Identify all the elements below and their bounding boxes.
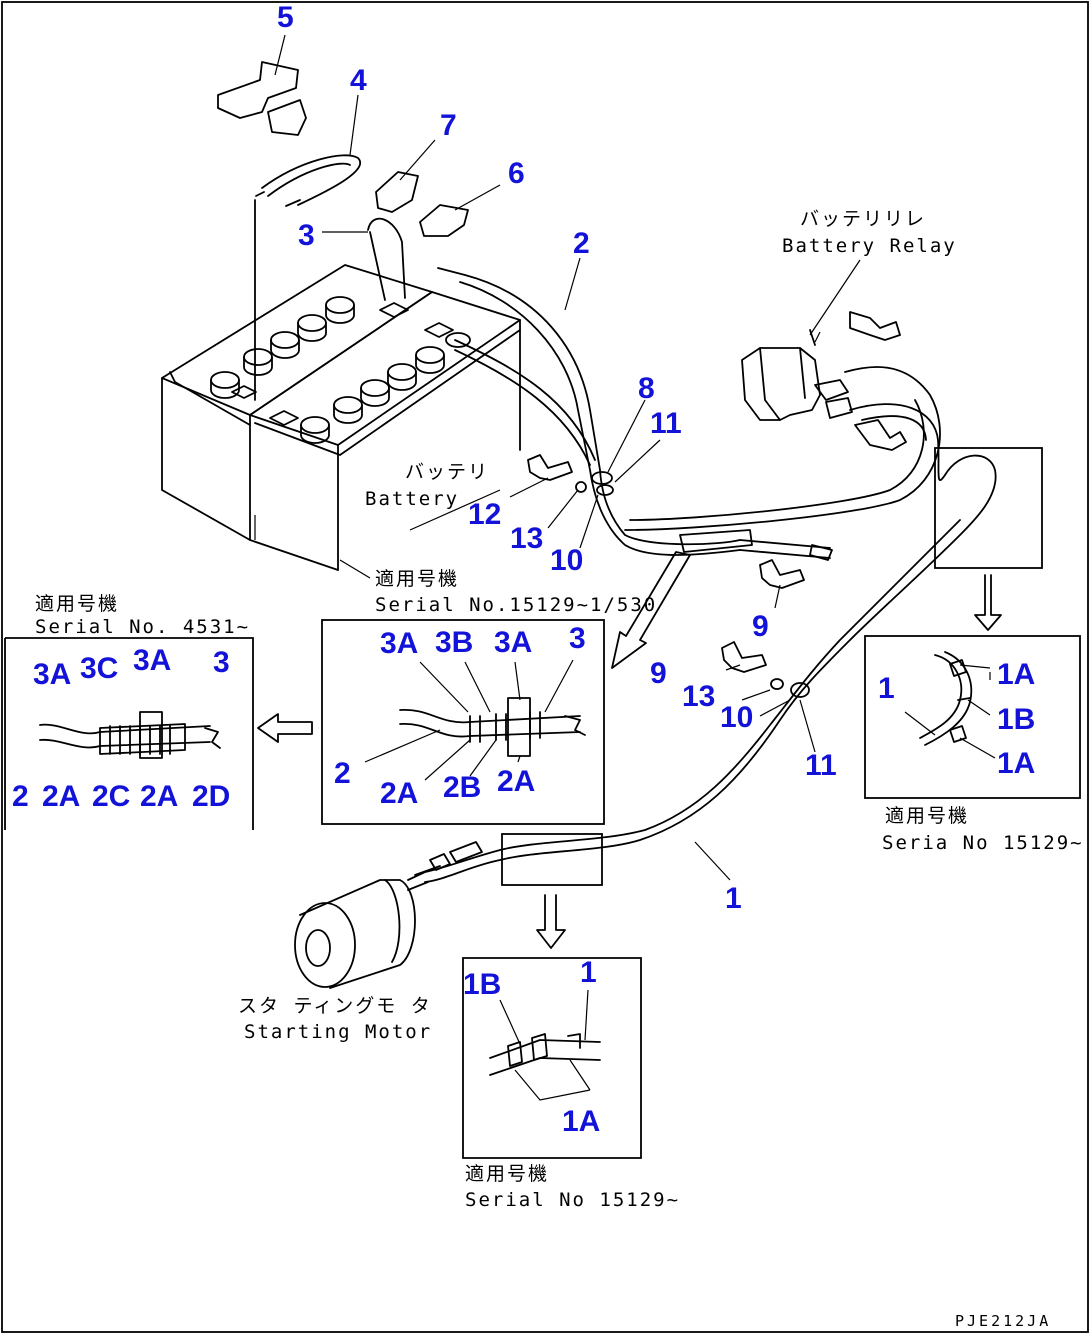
detail-mid-top-2: 3A bbox=[494, 626, 532, 659]
callout-4: 4 bbox=[350, 64, 367, 97]
detail-bottom-label-1: 1 bbox=[580, 956, 597, 989]
callout-8: 8 bbox=[638, 372, 655, 405]
detail-bottom-leaders bbox=[499, 989, 591, 1101]
detail-bottom-label-0: 1B bbox=[463, 968, 501, 1001]
detail-bottom-label-2: 1A bbox=[562, 1105, 600, 1138]
terminal-covers bbox=[217, 61, 469, 237]
relay-label-en: Battery Relay bbox=[782, 235, 957, 257]
detail-left-bottom-3: 2A bbox=[140, 780, 178, 813]
leader-lines bbox=[274, 34, 861, 881]
detail-right-serial-en: Seria No 15129~ bbox=[882, 832, 1084, 854]
callout-13-lower: 13 bbox=[682, 680, 715, 713]
detail-left-top-3: 3 bbox=[213, 646, 230, 679]
cable-3 bbox=[367, 217, 406, 301]
callouts: 5 4 7 6 3 2 8 11 12 13 10 9 9 13 10 11 1… bbox=[12, 1, 1035, 1138]
detail-left-serial-jp: 適用号機 bbox=[35, 593, 119, 615]
detail-right-label-0: 1A bbox=[997, 658, 1035, 691]
relay-label-jp: バッテリリレ bbox=[800, 208, 926, 230]
detail-left-top-2: 3A bbox=[133, 644, 171, 677]
detail-mid-frame bbox=[321, 619, 605, 825]
detail-mid-drawing bbox=[399, 697, 586, 757]
detail-mid-top-0: 3A bbox=[380, 627, 418, 660]
detail-right-leaders bbox=[904, 664, 996, 759]
battery-label-jp: バッテリ bbox=[405, 461, 489, 483]
detail-left-bottom-4: 2D bbox=[192, 780, 230, 813]
detail-mid-bottom-3: 2A bbox=[497, 765, 535, 798]
callout-10-lower: 10 bbox=[720, 701, 753, 734]
figure-code: PJE212JA bbox=[955, 1312, 1051, 1330]
callout-3: 3 bbox=[298, 219, 315, 252]
callout-7: 7 bbox=[440, 109, 457, 142]
detail-bottom-serial-en: Serial No 15129~ bbox=[465, 1189, 680, 1211]
detail-mid-leaders bbox=[364, 659, 574, 781]
callout-9-lower: 9 bbox=[650, 657, 667, 690]
relay-cables bbox=[424, 366, 997, 883]
detail-right-frame bbox=[864, 635, 1081, 799]
callout-1: 1 bbox=[725, 882, 742, 915]
ref-box-relay-cable bbox=[934, 447, 1043, 569]
detail-left-top-0: 3A bbox=[33, 658, 71, 691]
detail-arrows bbox=[257, 551, 1002, 949]
battery-relay-drawing bbox=[741, 311, 907, 451]
callout-9: 9 bbox=[752, 610, 769, 643]
detail-bottom-serial-jp: 適用号機 bbox=[465, 1163, 549, 1185]
detail-bottom-frame bbox=[462, 957, 642, 1159]
callout-6: 6 bbox=[508, 157, 525, 190]
detail-right-label-2: 1B bbox=[997, 703, 1035, 736]
motor-label-en: Starting Motor bbox=[244, 1021, 432, 1043]
cable-4 bbox=[254, 154, 362, 401]
detail-left-drawing bbox=[39, 711, 221, 759]
detail-right-label-3: 1A bbox=[997, 747, 1035, 780]
detail-mid-top-3: 3 bbox=[569, 622, 586, 655]
battery-drawing bbox=[161, 264, 521, 579]
detail-left-frame bbox=[4, 637, 254, 830]
ref-box-motor-cable bbox=[501, 833, 603, 886]
motor-label-jp: スタ ティングモ タ bbox=[238, 995, 432, 1017]
callout-5: 5 bbox=[277, 1, 294, 34]
callout-11-lower: 11 bbox=[805, 749, 837, 782]
starting-motor-drawing bbox=[294, 841, 483, 989]
callout-11: 11 bbox=[650, 407, 682, 440]
callout-13: 13 bbox=[510, 522, 543, 555]
detail-mid-bottom-0: 2 bbox=[334, 757, 351, 790]
detail-bottom-drawing bbox=[489, 1033, 601, 1076]
detail-mid-bottom-2: 2B bbox=[443, 771, 481, 804]
detail-left-serial-en: Serial No. 4531~ bbox=[35, 616, 250, 638]
callout-12: 12 bbox=[468, 498, 501, 531]
detail-right-label-1: 1 bbox=[878, 672, 895, 705]
callout-10: 10 bbox=[550, 544, 583, 577]
detail-left-bottom-0: 2 bbox=[12, 780, 29, 813]
callout-2: 2 bbox=[573, 227, 590, 260]
battery-label-en: Battery bbox=[365, 488, 459, 510]
detail-mid-serial-jp: 適用号機 bbox=[375, 568, 459, 590]
detail-mid-top-1: 3B bbox=[435, 626, 473, 659]
detail-left-bottom-1: 2A bbox=[42, 780, 80, 813]
bolts-washers bbox=[527, 454, 833, 690]
detail-mid-serial-en: Serial No.15129~1/530 bbox=[375, 594, 657, 616]
detail-mid-bottom-1: 2A bbox=[380, 777, 418, 810]
detail-right-serial-jp: 適用号機 bbox=[885, 805, 969, 827]
detail-left-bottom-2: 2C bbox=[92, 780, 130, 813]
detail-left-top-1: 3C bbox=[80, 652, 118, 685]
clamps bbox=[591, 471, 810, 698]
